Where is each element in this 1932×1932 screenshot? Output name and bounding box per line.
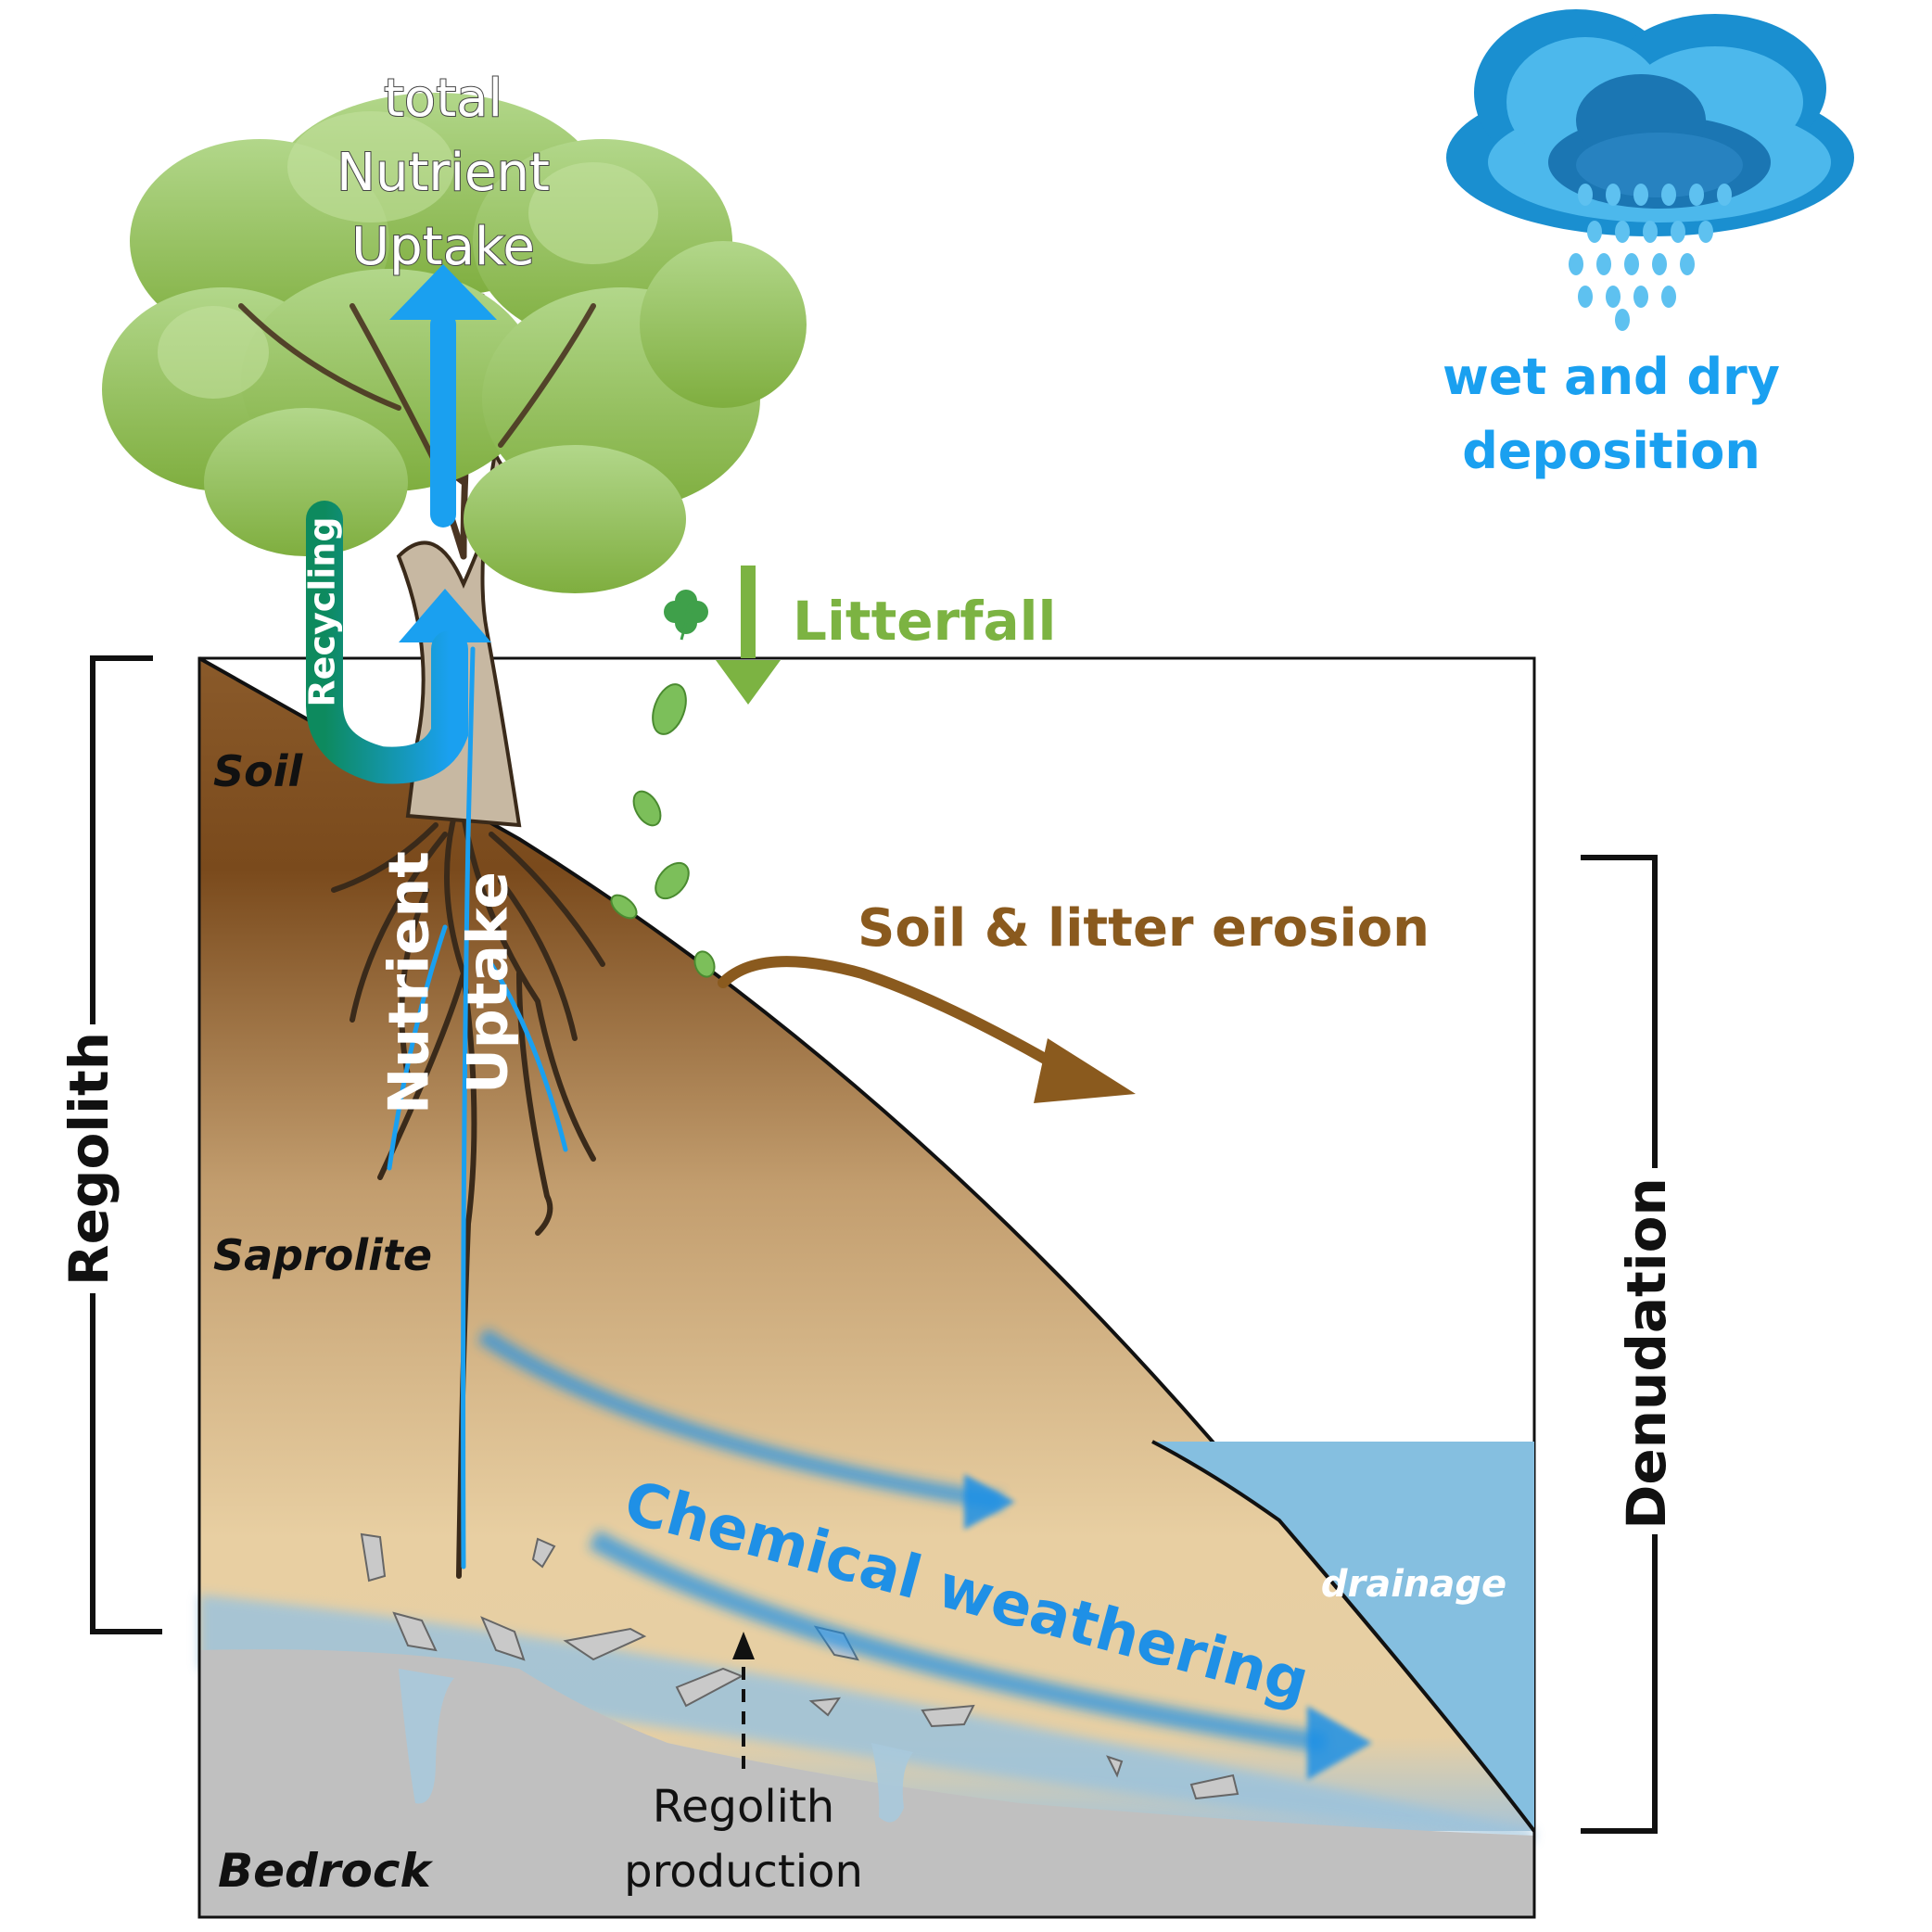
recycling-label: Recycling [302, 516, 343, 706]
bedrock-layer [199, 1649, 1534, 1917]
total-uptake-line-2: Nutrient [337, 143, 550, 203]
groundwater-band [199, 1595, 1534, 1840]
litterfall-label: Litterfall [793, 590, 1056, 653]
regolith-production-line-2: production [624, 1846, 863, 1898]
regolith-production-line-1: Regolith [653, 1781, 834, 1833]
regolith-production-label: Regolith production [624, 1781, 863, 1898]
total-uptake-label: total Nutrient Uptake [336, 68, 551, 278]
recycling-arrow [306, 501, 468, 784]
root-uptake-label: Nutrient Uptake [377, 851, 521, 1114]
deposition-label: wet and dry deposition [1443, 348, 1780, 480]
cloud-rain-icon [1446, 9, 1854, 331]
tree-icon [102, 93, 807, 1579]
saprolite-label: Saprolite [213, 1230, 432, 1280]
litterfall-arrowhead [716, 660, 781, 705]
denudation-bracket-label: Denudation [1615, 1177, 1678, 1529]
hillslope-cross-section [197, 656, 1536, 1919]
erosion-label: Soil & litter erosion [858, 898, 1430, 959]
deposition-line-2: deposition [1462, 422, 1760, 480]
root-uptake-line-2: Uptake [456, 871, 521, 1094]
regolith-body [199, 658, 1534, 1831]
soil-label: Soil [213, 746, 304, 796]
deposition-line-1: wet and dry [1443, 348, 1780, 406]
clover-leaf-icon [664, 590, 708, 641]
rock-fragments [360, 1532, 1239, 1800]
trunk-uptake-arrowhead [399, 589, 491, 642]
total-uptake-line-3: Uptake [351, 217, 535, 277]
denudation-bracket [1581, 855, 1658, 1834]
canopy-highlights [158, 111, 658, 399]
drainage-water [1152, 1442, 1534, 1831]
total-uptake-line-1: total [384, 69, 502, 129]
bedrock-label: Bedrock [218, 1844, 433, 1898]
litterfall-group [610, 566, 781, 978]
erosion-arrow [718, 956, 1136, 1103]
raindrops [1569, 184, 1732, 331]
regolith-bracket [90, 655, 162, 1634]
leaf-icon [610, 683, 716, 978]
root-uptake-flows [387, 646, 568, 1570]
regolith-production-arrow [732, 1632, 755, 1769]
weathering-arrowhead-lower [1307, 1706, 1372, 1780]
roots [331, 813, 605, 1579]
diagram-frame [197, 656, 1536, 1919]
weathering-arrowhead-upper [964, 1474, 1015, 1530]
root-uptake-line-1: Nutrient [377, 851, 442, 1114]
drainage-label: drainage [1321, 1563, 1506, 1606]
regolith-bracket-label: Regolith [57, 1032, 121, 1286]
chemical-weathering-flows [477, 1328, 1372, 1780]
